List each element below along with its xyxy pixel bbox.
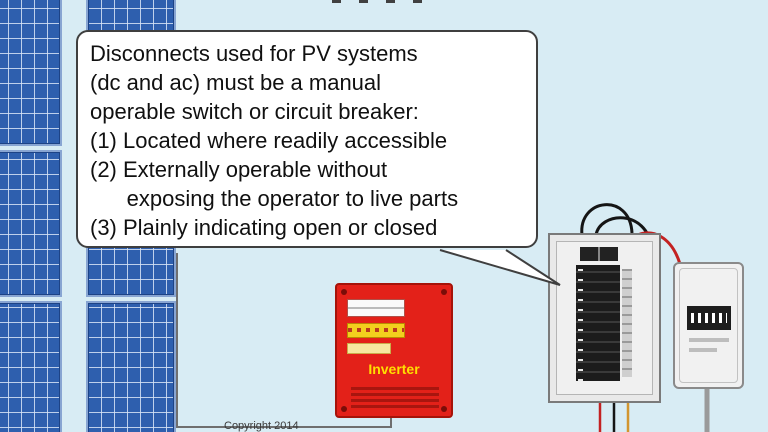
solar-panel xyxy=(0,0,62,146)
breaker-column xyxy=(576,265,632,381)
screw-icon xyxy=(441,289,447,295)
meter-face xyxy=(679,268,738,383)
inverter-indicator-strip xyxy=(347,323,405,338)
disconnect-panel xyxy=(548,233,661,403)
callout-text: operable switch or circuit breaker: xyxy=(90,99,419,124)
panel-feed-wire-black xyxy=(580,203,634,236)
meter-label-bar xyxy=(689,338,729,342)
breaker-switches xyxy=(578,265,583,381)
cropped-title-text xyxy=(332,0,430,3)
inverter-label: Inverter xyxy=(368,361,420,377)
solar-panel xyxy=(0,301,62,432)
meter-display xyxy=(687,306,731,330)
callout-text: (2) Externally operable without xyxy=(90,157,388,182)
screw-icon xyxy=(441,406,447,412)
callout-text: Disconnects used for PV systems xyxy=(90,41,418,66)
meter-label-bar xyxy=(689,348,717,352)
copyright-text: Copyright 2014 xyxy=(224,420,299,432)
callout-text: (3) Plainly indicating open or closed xyxy=(90,215,438,240)
breaker-label-strip xyxy=(622,269,632,377)
main-breaker xyxy=(580,247,618,261)
screw-icon xyxy=(341,289,347,295)
inverter-indicator-small xyxy=(347,343,391,354)
inverter-box: Inverter xyxy=(335,283,453,418)
callout-text: (1) Located where readily accessible xyxy=(90,128,448,153)
inverter-display xyxy=(347,299,405,317)
callout-text: exposing the operator to live parts xyxy=(90,186,459,211)
utility-meter xyxy=(673,262,744,389)
screw-icon xyxy=(341,406,347,412)
callout-bubble: Disconnects used for PV systems (dc and … xyxy=(76,30,538,248)
solar-panel xyxy=(0,150,62,297)
callout-text: (dc and ac) must be a manual xyxy=(90,70,382,95)
inverter-vent xyxy=(351,386,439,408)
meter-digits xyxy=(691,313,727,323)
solar-panel xyxy=(86,301,176,432)
